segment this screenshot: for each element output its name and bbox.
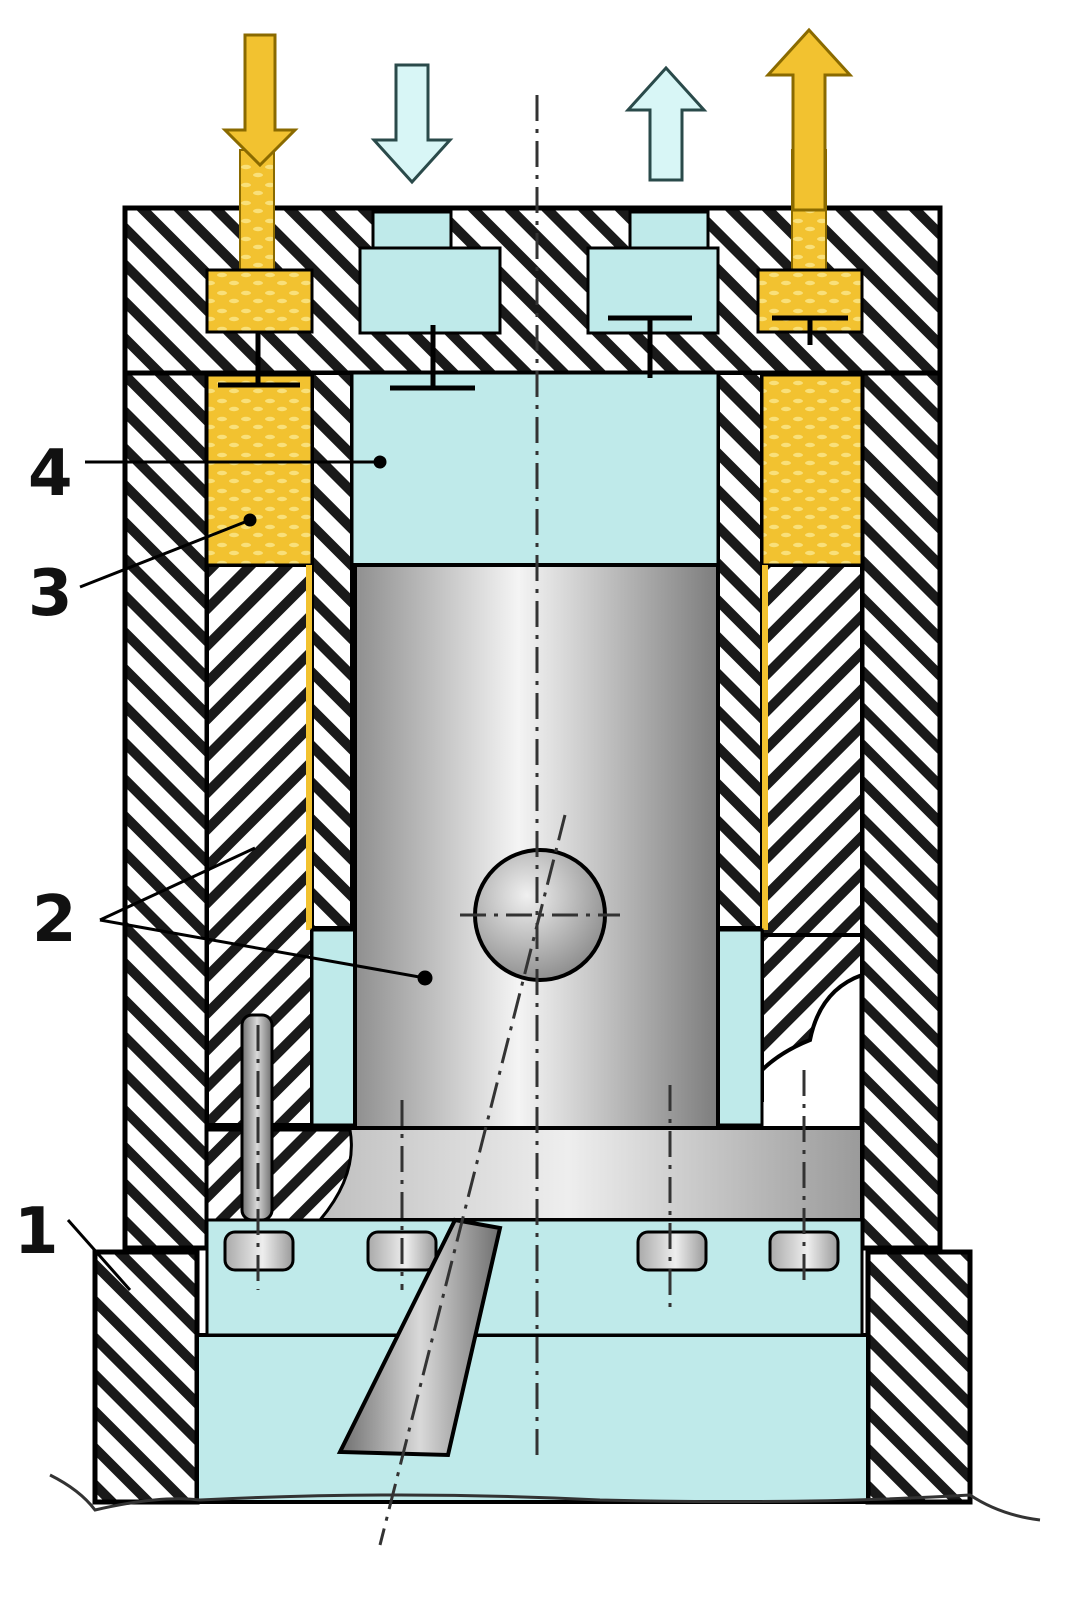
- liquid-inlet-arrow: [221, 33, 299, 168]
- gas-outlet-port: [628, 210, 710, 250]
- left-liquid-valve-chamber: [205, 268, 314, 334]
- gas-inlet-chamber: [358, 246, 502, 335]
- left-liquid-valve: [218, 332, 300, 388]
- right-liquid-chamber: [760, 373, 864, 567]
- center-lines: [256, 95, 806, 1546]
- housing-right-wall: [859, 370, 943, 1251]
- gas-compression-space: [350, 371, 720, 567]
- left-liquid-inlet-pipe: [239, 149, 275, 271]
- plate-hatched-section: [205, 1128, 353, 1222]
- right-liquid-gap: [762, 565, 768, 930]
- base-left-wall: [92, 1249, 200, 1505]
- bolt-head-3: [636, 1230, 708, 1272]
- base-right-wall: [865, 1249, 973, 1505]
- ground-break-line: [49, 1473, 1041, 1522]
- bottom-gas-space: [205, 1218, 864, 1337]
- leader-2a: [99, 846, 256, 922]
- liquid-outlet-arrow: [764, 27, 854, 212]
- crankcase-space: [195, 1333, 870, 1504]
- leader-2b: [99, 918, 426, 980]
- left-liquid-gap: [306, 565, 312, 930]
- flow-arrows: [221, 27, 854, 212]
- gas-discharge-valve: [608, 315, 692, 378]
- callout-label-1: 1: [14, 1195, 59, 1269]
- housing-left-wall: [122, 370, 210, 1251]
- callout-label-3: 3: [28, 557, 73, 631]
- gas-inlet-arrow: [370, 63, 454, 185]
- callout-label-2: 2: [32, 883, 77, 957]
- leader-lines: [66, 455, 433, 1291]
- crosshead-plate: [205, 1013, 864, 1337]
- right-lower-liquid-space: [716, 928, 764, 1127]
- connecting-rod: [336, 1217, 503, 1458]
- cylinder-inner-right-wall: [716, 371, 764, 930]
- gas-inlet-port: [371, 210, 453, 250]
- leader-1: [66, 1219, 132, 1291]
- right-sleeve: [760, 563, 864, 937]
- gas-circuit: [350, 210, 720, 567]
- cylinder-inner-left-wall: [310, 371, 354, 930]
- left-liquid-chamber: [205, 373, 314, 567]
- gas-suction-valve: [390, 325, 475, 391]
- right-liquid-valve: [772, 315, 848, 345]
- leader-3: [79, 518, 251, 589]
- callout-label-4: 4: [28, 437, 73, 511]
- gas-outlet-arrow: [624, 65, 708, 182]
